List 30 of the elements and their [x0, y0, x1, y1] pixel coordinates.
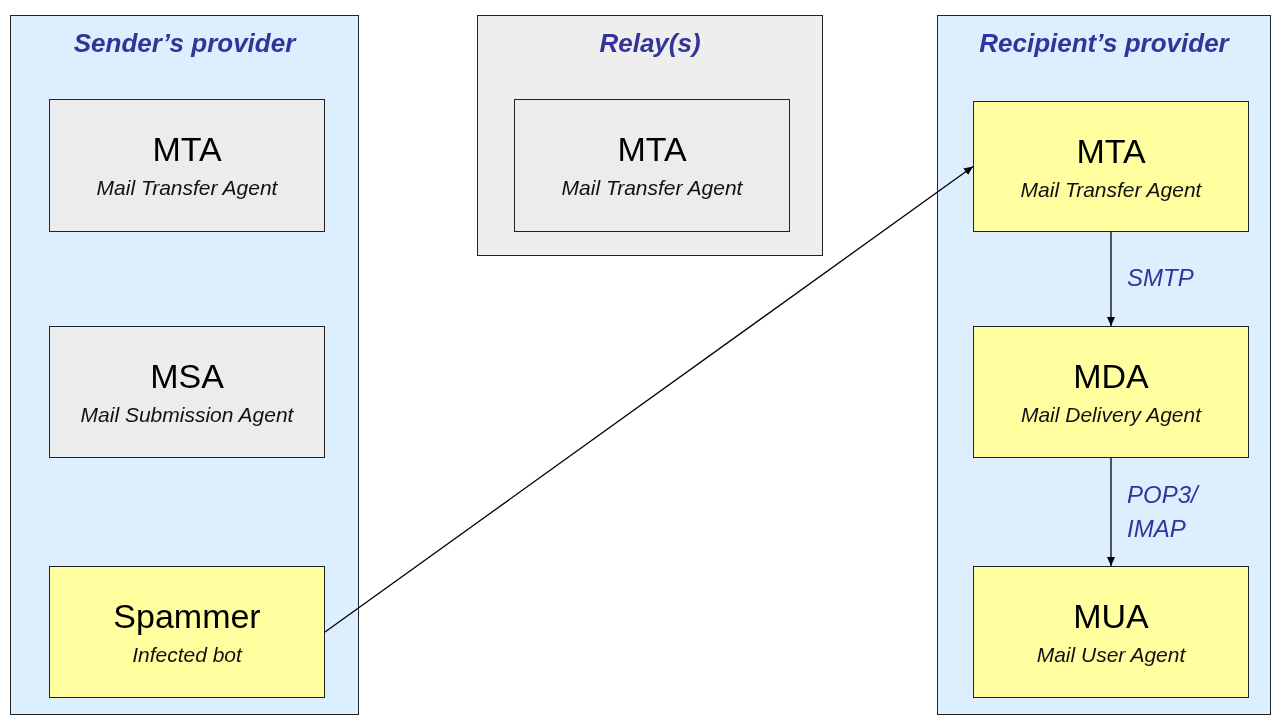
- box-subtitle: Mail Transfer Agent: [1019, 178, 1203, 202]
- box-title: MSA: [149, 357, 225, 396]
- panel-title: Sender’s provider: [72, 28, 298, 59]
- box-subtitle: Mail Delivery Agent: [1019, 403, 1203, 427]
- box-title: MUA: [1072, 597, 1150, 636]
- group-panel: [937, 15, 1271, 715]
- box-subtitle: Infected bot: [131, 643, 244, 667]
- process-box: [973, 566, 1249, 698]
- box-subtitle: Mail Transfer Agent: [560, 176, 744, 200]
- box-title: MTA: [151, 130, 223, 169]
- box-subtitle: Mail Transfer Agent: [95, 176, 279, 200]
- arrow: [1107, 457, 1115, 567]
- box-subtitle: Mail User Agent: [1035, 643, 1187, 667]
- process-box: [49, 99, 325, 232]
- box-title: MTA: [1075, 132, 1147, 171]
- group-panel: [10, 15, 359, 715]
- group-panel: [477, 15, 823, 256]
- panel-title: Relay(s): [598, 28, 702, 59]
- arrow: [324, 165, 974, 633]
- panel-title: Recipient’s provider: [978, 28, 1231, 59]
- process-box: [49, 326, 325, 458]
- box-title: MDA: [1072, 357, 1150, 396]
- box-subtitle: Mail Submission Agent: [79, 403, 295, 427]
- process-box: [49, 566, 325, 698]
- arrow: [1107, 231, 1115, 327]
- process-box: [514, 99, 790, 232]
- box-title: Spammer: [112, 597, 262, 636]
- process-box: [973, 326, 1249, 458]
- process-box: [973, 101, 1249, 232]
- box-title: MTA: [616, 130, 688, 169]
